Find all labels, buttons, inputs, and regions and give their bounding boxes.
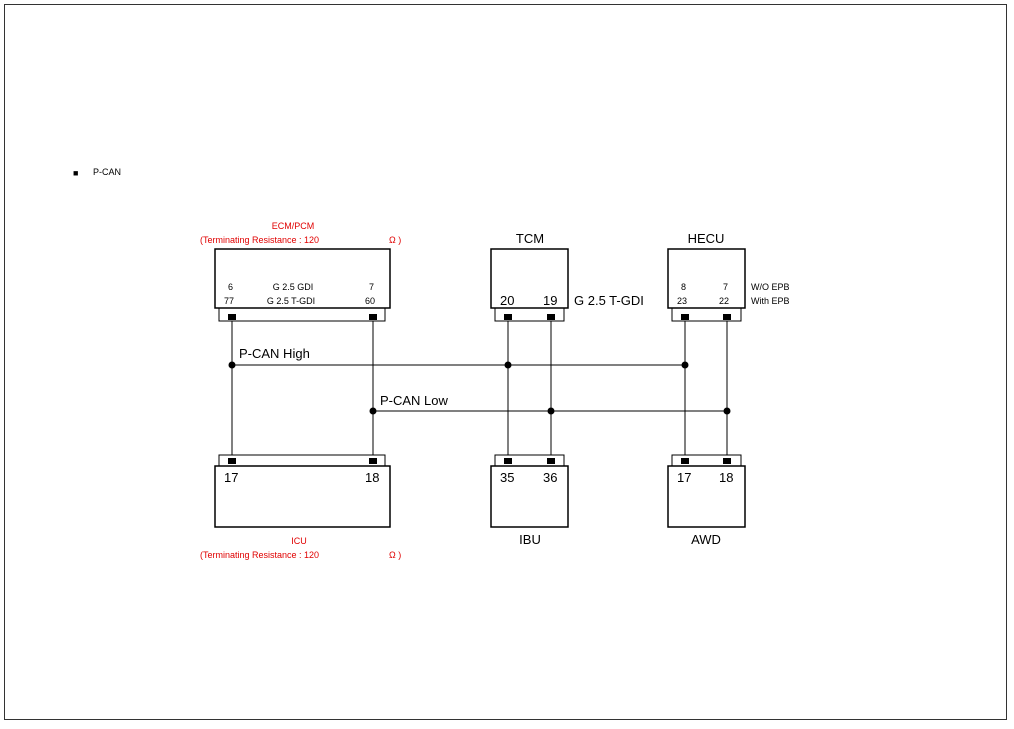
can-low-wire <box>369 320 731 460</box>
section-bullet: ■ <box>73 168 78 178</box>
can-high-wire <box>228 320 689 460</box>
hecu-variant-row1: W/O EPB <box>751 282 790 292</box>
ecm-pin-low-row1: 7 <box>369 282 374 292</box>
can-high-label: P-CAN High <box>239 346 310 361</box>
ecm-note-left: (Terminating Resistance : 120 <box>200 235 319 245</box>
icu-note-left: (Terminating Resistance : 120 <box>200 550 319 560</box>
junction-dot <box>723 407 731 415</box>
tcm-pin-high-label: 20 <box>500 293 514 308</box>
awd-name: AWD <box>691 532 721 547</box>
hecu-pin-high-row1: 8 <box>681 282 686 292</box>
ibu-pin-low <box>547 458 555 464</box>
hecu-name: HECU <box>688 231 725 246</box>
tcm-pin-low-label: 19 <box>543 293 557 308</box>
junction-dot <box>681 361 689 369</box>
ibu-pin-high-label: 35 <box>500 470 514 485</box>
tcm-pin-low <box>547 314 555 320</box>
ecm-note-right: Ω ) <box>389 235 401 245</box>
hecu-pin-low-row1: 7 <box>723 282 728 292</box>
icu-note-right: Ω ) <box>389 550 401 560</box>
hecu-pin-low <box>723 314 731 320</box>
hecu-pin-high <box>681 314 689 320</box>
icu-pin-low <box>369 458 377 464</box>
section-title: P-CAN <box>93 167 121 177</box>
hecu-variant-row2: With EPB <box>751 296 790 306</box>
awd-pin-low <box>723 458 731 464</box>
ecm-name: ECM/PCM <box>272 221 315 231</box>
ecm-pin-low <box>369 314 377 320</box>
awd-pin-high-label: 17 <box>677 470 691 485</box>
ibu-pin-low-label: 36 <box>543 470 557 485</box>
ecm-pin-high <box>228 314 236 320</box>
hecu-pin-high-row2: 23 <box>677 296 687 306</box>
ecm-variant-row2: G 2.5 T-GDI <box>267 296 315 306</box>
junction-dot <box>504 361 512 369</box>
junction-dot <box>547 407 555 415</box>
ecm-pin-high-row2: 77 <box>224 296 234 306</box>
icu-pin-high-label: 17 <box>224 470 238 485</box>
tcm-pin-high <box>504 314 512 320</box>
icu-module: 17 18 ICU (Terminating Resistance : 120 … <box>200 454 401 560</box>
icu-pin-low-label: 18 <box>365 470 379 485</box>
icu-connector-shell <box>218 454 386 468</box>
tcm-name: TCM <box>516 231 544 246</box>
tcm-variant: G 2.5 T-GDI <box>574 293 644 308</box>
junction-dot <box>369 407 377 415</box>
junction-dot <box>228 361 236 369</box>
ecm-module: ECM/PCM (Terminating Resistance : 120 Ω … <box>200 221 401 322</box>
ibu-name: IBU <box>519 532 541 547</box>
ecm-connector-shell <box>218 306 386 322</box>
awd-pin-low-label: 18 <box>719 470 733 485</box>
ibu-pin-high <box>504 458 512 464</box>
ecm-pin-low-row2: 60 <box>365 296 375 306</box>
icu-name: ICU <box>291 536 307 546</box>
ecm-variant-row1: G 2.5 GDI <box>273 282 314 292</box>
awd-pin-high <box>681 458 689 464</box>
page-frame <box>4 4 1007 720</box>
icu-pin-high <box>228 458 236 464</box>
awd-module: 17 18 AWD <box>667 454 746 547</box>
ibu-module: 35 36 IBU <box>490 454 569 547</box>
hecu-pin-low-row2: 22 <box>719 296 729 306</box>
hecu-module: HECU 8 7 23 22 W/O EPB With EPB <box>667 231 790 322</box>
ecm-pin-high-row1: 6 <box>228 282 233 292</box>
can-low-label: P-CAN Low <box>380 393 449 408</box>
tcm-module: TCM 20 19 G 2.5 T-GDI <box>490 231 644 322</box>
